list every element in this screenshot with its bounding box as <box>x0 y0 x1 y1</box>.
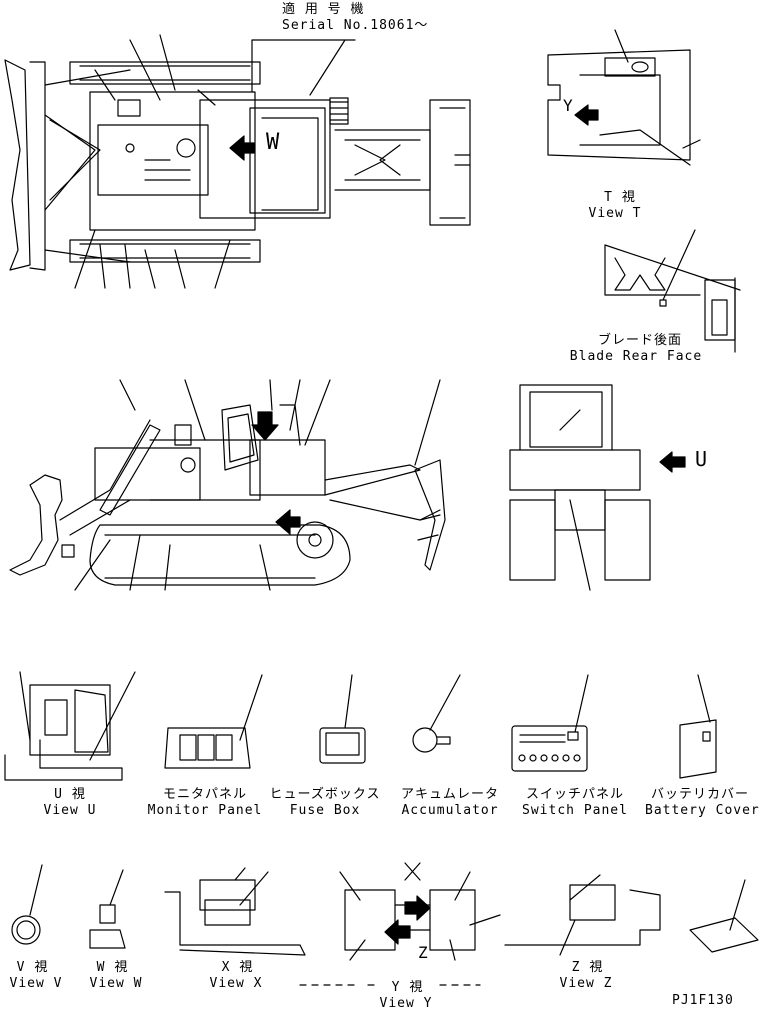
fuse-box-jp: ヒューズボックス <box>269 787 381 802</box>
decal-plate-drawing <box>689 879 759 953</box>
applicable-machine-label: 適 用 号 機 <box>282 2 365 17</box>
switch-panel-jp: スイッチパネル <box>525 787 624 802</box>
view-w-jp: W 視 <box>96 960 129 975</box>
dozer-rear-view <box>509 384 686 591</box>
view-u-drawing <box>4 671 136 781</box>
view-x-jp: X 視 <box>221 960 254 975</box>
marker-u: U <box>695 447 709 471</box>
view-v-jp: V 視 <box>16 960 49 975</box>
view-u-en: View U <box>43 803 97 818</box>
view-y-drawing <box>339 862 501 961</box>
monitor-panel-en: Monitor Panel <box>147 803 263 818</box>
view-t-drawing <box>547 29 701 166</box>
accumulator-jp: アキュムレータ <box>400 787 499 802</box>
view-t-en: View T <box>588 206 642 221</box>
drawing-code: PJ1F130 <box>672 993 734 1008</box>
view-x-drawing <box>164 867 306 956</box>
dozer-side-view <box>9 379 446 591</box>
blade-rear-face-jp: ブレード後面 <box>597 333 682 348</box>
view-y-jp: Y 視 <box>391 980 424 995</box>
fuse-box-drawing <box>319 674 366 764</box>
blade-rear-face-drawing <box>604 229 741 353</box>
view-y-en: View Y <box>379 996 433 1011</box>
view-w-drawing <box>89 869 126 949</box>
view-x-en: View X <box>209 976 263 991</box>
accumulator-en: Accumulator <box>401 803 499 818</box>
switch-panel-en: Switch Panel <box>522 803 628 818</box>
monitor-panel-jp: モニタパネル <box>162 787 247 802</box>
view-v-drawing <box>11 864 43 945</box>
battery-cover-drawing <box>679 674 717 779</box>
marker-y-view-t: Y <box>563 96 574 115</box>
marker-z-view-y: Z <box>418 943 429 962</box>
blade-rear-face-en: Blade Rear Face <box>569 349 703 364</box>
dozer-top-view <box>4 34 471 289</box>
view-w-en: View W <box>89 976 143 991</box>
switch-panel-drawing <box>511 674 589 772</box>
view-t-jp: T 視 <box>604 190 636 205</box>
battery-cover-jp: バッテリカバー <box>650 787 749 802</box>
battery-cover-en: Battery Cover <box>645 803 759 818</box>
view-z-jp: Z 視 <box>571 960 604 975</box>
view-z-drawing <box>504 874 661 956</box>
serial-number-label: Serial No.18061～ <box>282 18 429 33</box>
accumulator-drawing <box>412 674 461 753</box>
view-v-en: View V <box>9 976 63 991</box>
view-z-en: View Z <box>559 976 613 991</box>
fuse-box-en: Fuse Box <box>289 803 361 818</box>
monitor-panel-drawing <box>164 674 263 769</box>
marker-w-top: W <box>266 130 281 155</box>
view-u-jp: U 視 <box>54 787 86 802</box>
